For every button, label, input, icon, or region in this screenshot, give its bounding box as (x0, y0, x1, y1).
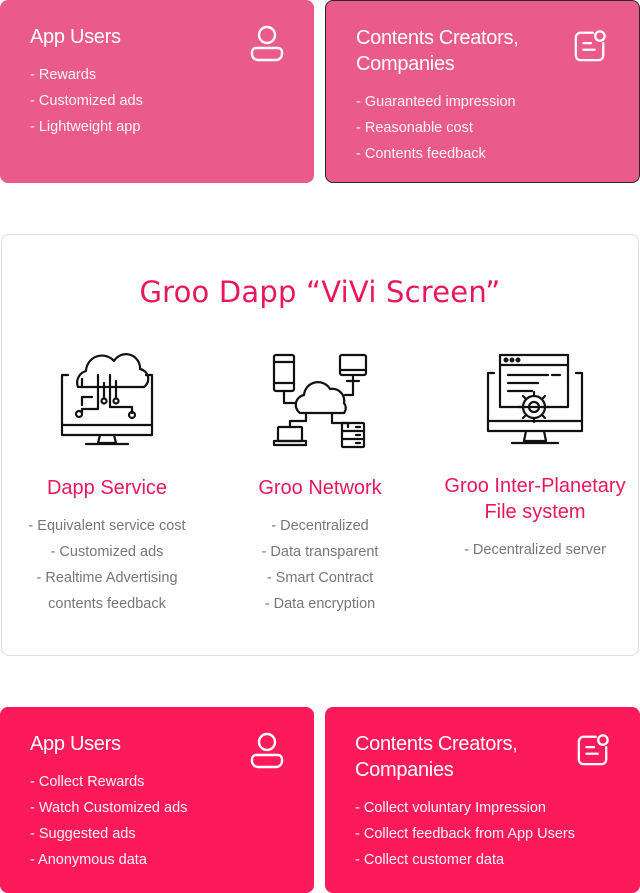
groo-network-column: Groo Network - Decentralized - Data tran… (220, 353, 420, 617)
dapp-service-column: Dapp Service - Equivalent service cost -… (12, 353, 202, 617)
list-item: - Equivalent service cost (28, 518, 186, 534)
list-item: - Decentralized (271, 518, 369, 534)
card-title: App Users (30, 733, 121, 755)
user-icon (250, 732, 284, 769)
list-item: - Smart Contract (266, 570, 374, 586)
monitor-settings-icon (486, 353, 584, 445)
vivi-screen-panel: Groo Dapp “ViVi Screen” Dapp Service - E… (1, 234, 639, 656)
card-title: Contents Creators, Companies (356, 25, 609, 77)
groo-ipfs-column: Groo Inter-Planetary File system - Decen… (435, 353, 635, 563)
list-item: - Suggested ads (30, 826, 136, 842)
notification-icon (574, 30, 606, 62)
feature-list: - Decentralized - Data transparent - Sma… (220, 513, 420, 617)
benefit-list: - Guaranteed impression - Reasonable cos… (356, 89, 609, 167)
card-title-line: Companies (356, 53, 455, 75)
feature-list: - Equivalent service cost - Customized a… (12, 513, 202, 617)
card-title: App Users (30, 26, 121, 48)
list-item: - Realtime Advertising (36, 570, 178, 586)
column-title-line: Groo Inter-Planetary (444, 475, 626, 497)
column-title: Groo Network (258, 477, 382, 499)
content-creators-card: Contents Creators, Companies - Guarantee… (325, 0, 640, 183)
app-users-card: App Users - Rewards - Customized ads - L… (0, 0, 314, 183)
action-list: - Collect Rewards - Watch Customized ads… (30, 769, 284, 873)
list-item: - Watch Customized ads (30, 800, 188, 816)
list-item: - Decentralized server (464, 542, 606, 558)
feature-list: - Decentralized server (435, 537, 635, 563)
column-title: Groo Inter-Planetary File system (435, 473, 635, 525)
list-item: - Collect Rewards (30, 774, 145, 790)
list-item: - Anonymous data (30, 852, 147, 868)
list-item: - Customized ads (30, 93, 143, 109)
card-title: Contents Creators, Companies (355, 731, 610, 783)
notification-icon (577, 734, 609, 766)
list-item: - Data encryption (264, 596, 376, 612)
column-title-line: File system (484, 501, 586, 523)
card-title-line: Contents Creators, (356, 27, 519, 49)
list-item: - Guaranteed impression (356, 94, 516, 110)
list-item: - Collect feedback from App Users (355, 826, 576, 842)
cloud-monitor-icon (60, 353, 154, 446)
list-item: - Collect voluntary Impression (355, 800, 546, 816)
cloud-network-icon (272, 353, 368, 449)
app-users-card: App Users - Collect Rewards - Watch Cust… (0, 707, 314, 893)
card-title-line: Companies (355, 759, 454, 781)
content-creators-card: Contents Creators, Companies - Collect v… (325, 707, 640, 893)
action-list: - Collect voluntary Impression - Collect… (355, 795, 610, 873)
column-title: Dapp Service (46, 477, 168, 499)
list-item: - Collect customer data (355, 852, 505, 868)
list-item: - Rewards (30, 67, 97, 83)
list-item: - Customized ads (50, 544, 164, 560)
benefit-list: - Rewards - Customized ads - Lightweight… (30, 62, 284, 140)
panel-title: Groo Dapp “ViVi Screen” (139, 275, 501, 309)
list-item: - Contents feedback (356, 146, 486, 162)
card-title-line: Contents Creators, (355, 733, 518, 755)
list-item: - Lightweight app (30, 119, 141, 135)
list-item: contents feedback (48, 596, 166, 612)
user-icon (250, 25, 284, 62)
list-item: - Data transparent (261, 544, 379, 560)
list-item: - Reasonable cost (356, 120, 473, 136)
